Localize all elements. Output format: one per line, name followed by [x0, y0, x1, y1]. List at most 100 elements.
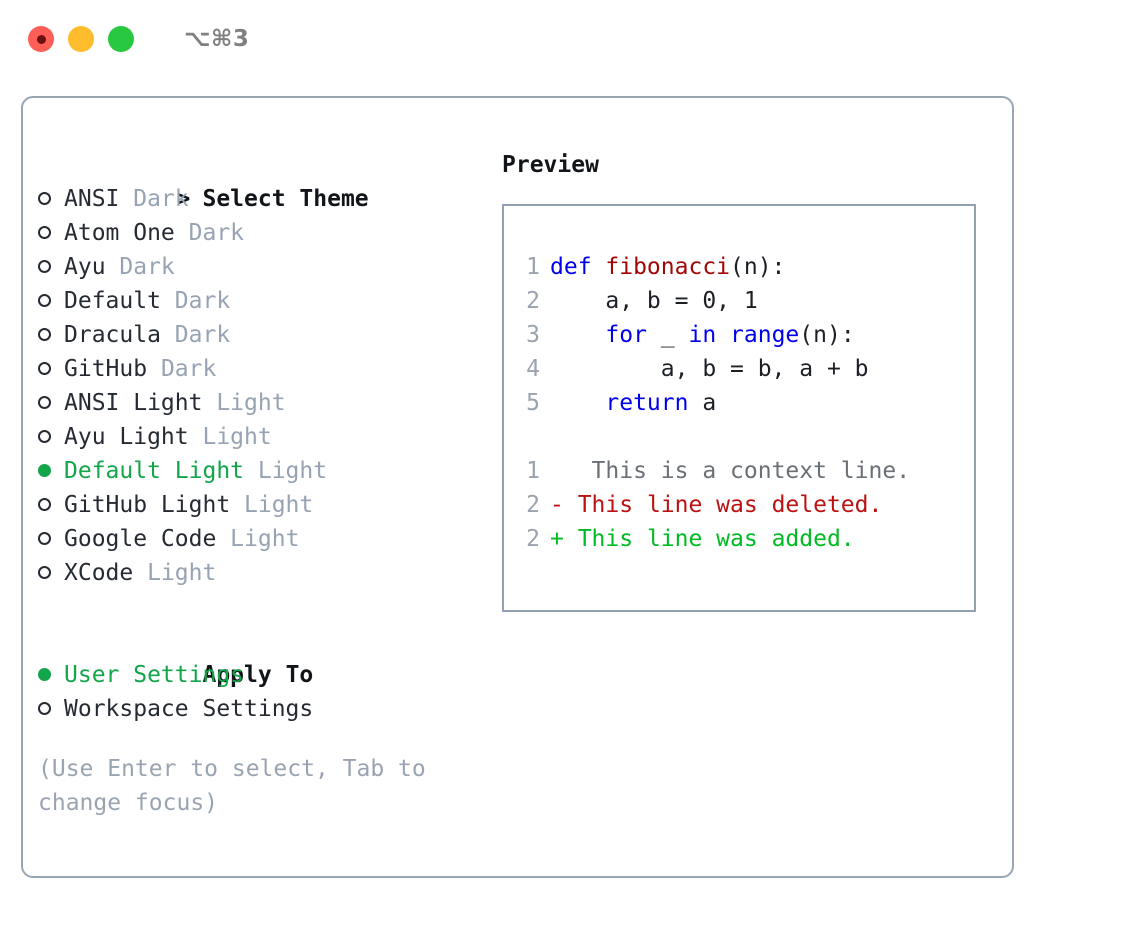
diff-sign [550, 458, 564, 484]
radio-unselected-icon[interactable] [38, 318, 64, 352]
theme-item-label: Ayu [64, 254, 106, 280]
theme-item[interactable]: XCode Light [38, 556, 488, 590]
code-token: a, b = b, a + b [550, 356, 869, 382]
bullet-glyph [38, 430, 51, 443]
theme-variant-tag: Dark [147, 356, 217, 382]
theme-variant-tag: Dark [174, 220, 245, 246]
radio-unselected-icon[interactable] [38, 488, 64, 522]
theme-variant-tag: Dark [119, 186, 189, 212]
diff-text: This line was deleted. [563, 492, 883, 518]
theme-item-label: Default [64, 288, 161, 314]
code-line: 2 a, b = 0, 1 [518, 284, 910, 318]
radio-unselected-icon[interactable] [38, 420, 64, 454]
theme-item[interactable]: Default Dark [38, 284, 488, 318]
radio-unselected-icon[interactable] [38, 522, 64, 556]
bullet-glyph [38, 362, 51, 375]
radio-unselected-icon[interactable] [38, 182, 64, 216]
theme-variant-tag: Light [216, 526, 300, 552]
theme-item[interactable]: Ayu Dark [38, 250, 488, 284]
theme-variant-tag: Dark [160, 288, 231, 314]
line-number: 4 [526, 356, 540, 382]
line-number: 2 [526, 492, 540, 518]
apply-to-header: Apply To [38, 624, 488, 688]
line-number: 2 [526, 526, 540, 552]
line-number: 2 [526, 288, 540, 314]
code-token: (n): [730, 254, 786, 280]
radio-unselected-icon[interactable] [38, 692, 64, 726]
theme-item[interactable]: Atom One Dark [38, 216, 488, 250]
diff-sign: - [550, 492, 564, 518]
theme-item-label: Ayu Light [64, 424, 189, 450]
close-button[interactable] [28, 26, 54, 52]
header-caret: > [176, 186, 205, 212]
code-token [550, 322, 605, 348]
radio-unselected-icon[interactable] [38, 386, 64, 420]
maximize-button[interactable] [108, 26, 134, 52]
theme-variant-tag: Light [244, 458, 328, 484]
bullet-glyph [38, 668, 51, 681]
code-token: a, b = 0, 1 [550, 288, 758, 314]
theme-item-label: ANSI Light [64, 390, 203, 416]
code-token: return [605, 390, 689, 416]
code-line: 3 for _ in range(n): [518, 318, 910, 352]
radio-unselected-icon[interactable] [38, 352, 64, 386]
apply-to-item[interactable]: User Settings [38, 658, 488, 692]
theme-variant-tag: Light [202, 390, 286, 416]
code-token: fibonacci [605, 254, 731, 280]
code-line: 5 return a [518, 386, 910, 420]
theme-variant-tag: Light [188, 424, 272, 450]
theme-item-label: XCode [64, 560, 134, 586]
code-line: 4 a, b = b, a + b [518, 352, 910, 386]
theme-item[interactable]: ANSI Light Light [38, 386, 488, 420]
code-token: range [730, 322, 800, 348]
list-spacer [38, 590, 488, 624]
theme-variant-tag: Dark [105, 254, 175, 280]
apply-to-item[interactable]: Workspace Settings [38, 692, 488, 726]
theme-item[interactable]: Google Code Light [38, 522, 488, 556]
theme-variant-tag: Light [133, 560, 217, 586]
theme-item[interactable]: GitHub Light Light [38, 488, 488, 522]
title-bar: ⌥⌘3 [0, 0, 1140, 78]
bullet-glyph [38, 192, 51, 205]
code-token: def [550, 254, 606, 280]
radio-unselected-icon[interactable] [38, 250, 64, 284]
theme-item[interactable]: GitHub Dark [38, 352, 488, 386]
line-number: 3 [526, 322, 540, 348]
radio-selected-icon[interactable] [38, 454, 64, 488]
code-token [550, 390, 605, 416]
theme-item[interactable]: Default Light Light [38, 454, 488, 488]
radio-unselected-icon[interactable] [38, 556, 64, 590]
diff-text: This line was added. [563, 526, 855, 552]
theme-item-label: GitHub Light [64, 492, 231, 518]
radio-unselected-icon[interactable] [38, 284, 64, 318]
minimize-button[interactable] [68, 26, 94, 52]
apply-to-item-label: User Settings [64, 662, 245, 688]
radio-unselected-icon[interactable] [38, 216, 64, 250]
theme-item[interactable]: Dracula Dark [38, 318, 488, 352]
theme-item[interactable]: Ayu Light Light [38, 420, 488, 454]
diff-line: 1 This is a context line. [518, 454, 910, 488]
line-number: 5 [526, 390, 540, 416]
bullet-glyph [38, 566, 51, 579]
bullet-glyph [38, 294, 51, 307]
select-theme-header: > Select Theme [38, 148, 488, 212]
preview-title: Preview [502, 152, 599, 178]
radio-selected-icon[interactable] [38, 658, 64, 692]
diff-gap [518, 420, 910, 454]
bullet-glyph [38, 498, 51, 511]
diff-line: 2+ This line was added. [518, 522, 910, 556]
bullet-glyph [38, 464, 51, 477]
theme-item[interactable]: ANSI Dark [38, 182, 488, 216]
line-number: 1 [526, 458, 540, 484]
theme-variant-tag: Dark [160, 322, 231, 348]
select-theme-header-label: Select Theme [202, 186, 369, 212]
theme-item-label: ANSI [64, 186, 120, 212]
